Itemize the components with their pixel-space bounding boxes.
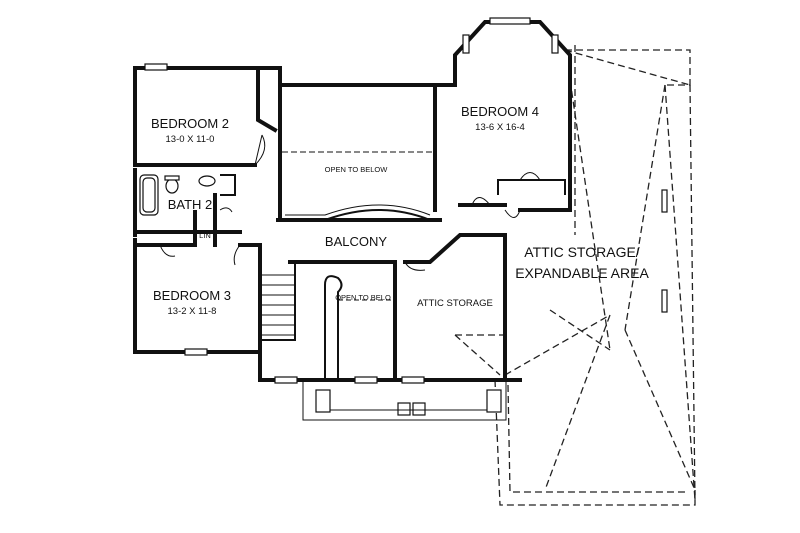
windows [144,17,668,384]
door-swings [159,134,521,271]
bedroom-2-dimensions: 13-0 X 11-0 [166,134,215,145]
bedroom-3-dimensions: 13-2 X 11-8 [168,306,217,317]
linen-label: LIN [199,231,211,240]
staircase [262,262,392,378]
bath-2-name: BATH 2 [168,197,213,212]
open-to-below-label: OPEN TO BELOW [325,165,389,174]
attic-roof-outline [454,45,696,506]
attic-storage-label: ATTIC STORAGE [417,298,493,309]
bedroom-2-name: BEDROOM 2 [151,116,229,131]
bedroom-4-dimensions: 13-6 X 16-4 [475,122,525,133]
attic-expandable-line1: ATTIC STORAGE/ [524,244,639,260]
open-to-below-rail [282,151,433,221]
attic-expandable-line2: EXPANDABLE AREA [515,265,649,281]
bedroom-3-name: BEDROOM 3 [153,288,231,303]
bedroom4-closet [497,172,566,195]
balcony-label: BALCONY [325,234,387,249]
room-labels: BEDROOM 2 13-0 X 11-0 BEDROOM 3 13-2 X 1… [151,104,649,317]
open-to-below-stair-label: OPEN TO BELO [335,293,391,302]
porch [302,379,507,421]
bedroom-4-name: BEDROOM 4 [461,104,539,119]
bath-fixtures [139,174,216,216]
